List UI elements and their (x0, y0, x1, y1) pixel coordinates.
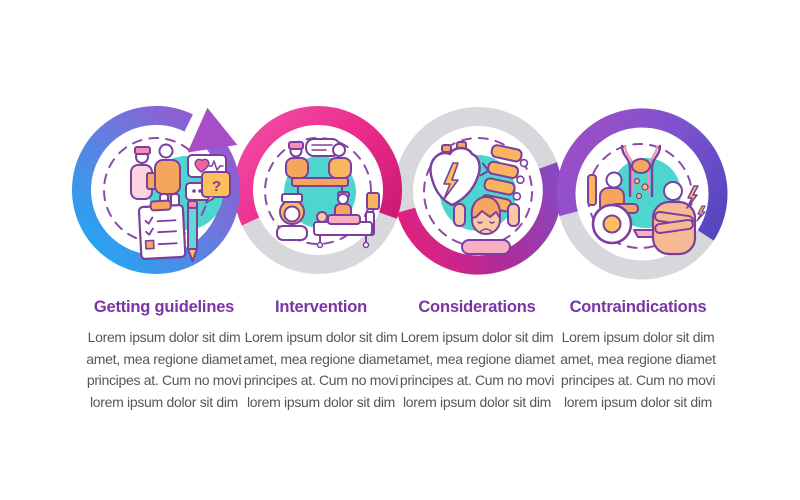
step3-icon-considerations (423, 137, 533, 255)
step1-icon-getting-guidelines: ? (103, 137, 231, 262)
step-body-line: amet, mea regione diamet (560, 350, 716, 367)
step-column: Considerations Lorem ipsum dolor sit dim… (392, 298, 562, 413)
heart-attack-icon (429, 141, 481, 207)
step2-icon-intervention (264, 137, 380, 249)
step-body-line: amet, mea regione diamet (86, 350, 242, 367)
step-title: Getting guidelines (93, 298, 235, 316)
question-bubble-icon (201, 171, 231, 198)
ribbon-arc-step2 (234, 105, 402, 226)
step-body-line: lorem ipsum dolor sit dim (402, 393, 552, 410)
esophagus-icon (620, 144, 662, 200)
step4-icon-contraindications (587, 143, 706, 256)
wheelchair-person-icon (587, 171, 661, 245)
serpentine-ribbon (72, 105, 728, 280)
step-body-line: Lorem ipsum dolor sit dim (561, 329, 715, 345)
step-body-line: amet, mea regione diamet (243, 350, 399, 367)
headache-person-icon (453, 196, 520, 255)
step-body-line: principes at. Cum no movi (560, 372, 716, 388)
step-body-line: lorem ipsum dolor sit dim (563, 393, 713, 410)
step-title: Contraindications (569, 298, 707, 316)
ribbon-arc-step4 (556, 108, 728, 241)
step-body-line: lorem ipsum dolor sit dim (89, 393, 239, 410)
step-title: Intervention (274, 298, 368, 316)
question-mark: ? (212, 178, 221, 195)
step-body-line: principes at. Cum no movi (86, 372, 242, 388)
chest-pain-person-icon (651, 181, 706, 256)
consultation-table-icon (285, 138, 352, 195)
step-body-line: principes at. Cum no movi (399, 372, 555, 388)
step-body-line: principes at. Cum no movi (243, 372, 399, 388)
ribbon-ring-step1 (72, 105, 240, 274)
nurse-icon (276, 193, 308, 241)
step-column: Contraindications Lorem ipsum dolor sit … (553, 298, 723, 413)
step-body-line: Lorem ipsum dolor sit dim (244, 329, 398, 345)
step-text-columns: Getting guidelines Lorem ipsum dolor sit… (0, 298, 800, 428)
step-body-line: Lorem ipsum dolor sit dim (87, 329, 241, 345)
step-body-line: Lorem ipsum dolor sit dim (400, 329, 554, 345)
step-column: Getting guidelines Lorem ipsum dolor sit… (79, 298, 249, 413)
dashed-ring (264, 137, 372, 245)
step-title: Considerations (418, 298, 536, 316)
checklist-clipboard-icon (137, 199, 187, 261)
step-body-line: amet, mea regione diamet (399, 350, 555, 367)
pencil-icon (187, 200, 198, 262)
hospital-bed-icon (313, 191, 380, 249)
step-body-line: lorem ipsum dolor sit dim (246, 393, 396, 410)
step-column: Intervention Lorem ipsum dolor sit dim a… (236, 298, 406, 413)
ribbon-arc-step3 (396, 162, 562, 275)
ribbon-arrowhead (187, 107, 238, 153)
